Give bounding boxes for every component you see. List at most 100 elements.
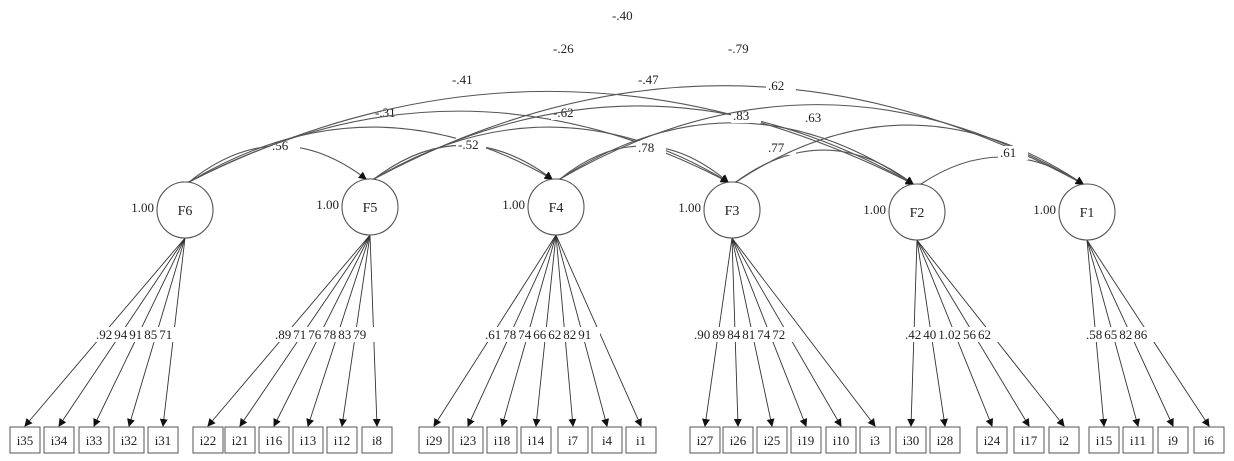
indicator-box-i22 (192, 426, 224, 454)
loading-value: .61 (485, 327, 501, 342)
loading-value: 85 (144, 327, 157, 342)
indicator-box-i32 (113, 426, 145, 454)
loading-value: 76 (308, 327, 322, 342)
indicator-box-i15 (1088, 426, 1120, 454)
correlation-label-bg (803, 111, 833, 125)
indicator-label: i24 (984, 433, 1001, 448)
factor-variance: 1.00 (678, 200, 701, 215)
indicator-label: i7 (568, 433, 579, 448)
loadings-label-bg (94, 327, 181, 342)
indicator-label: i33 (86, 433, 103, 448)
indicator-label: i4 (602, 433, 613, 448)
factor-label: F5 (363, 201, 378, 216)
indicator-box-i14 (520, 426, 552, 454)
correlation-label-bg (998, 146, 1028, 160)
indicator-box-i26 (722, 426, 754, 454)
factor-node-f3 (703, 181, 761, 239)
loading-value: 74 (518, 327, 532, 342)
indicator-label: i3 (870, 433, 880, 448)
factor-label: F4 (549, 201, 564, 216)
loading-value: 40 (923, 327, 936, 342)
correlation-value-f5-f4: -.52 (458, 137, 479, 152)
factor-variance: 1.00 (316, 197, 339, 212)
loading-value: 82 (1119, 327, 1132, 342)
correlation-arc-f3-f1 (727, 124, 1084, 190)
loading-path-i3 (731, 237, 876, 427)
loading-value: 71 (159, 327, 172, 342)
indicator-box-i6 (1193, 426, 1225, 454)
correlation-label-bg (636, 73, 666, 87)
loading-value: 78 (503, 327, 516, 342)
loading-value: 83 (338, 327, 351, 342)
loading-value: 84 (727, 327, 741, 342)
indicator-box-i12 (326, 426, 358, 454)
correlation-label-bg (551, 42, 581, 56)
indicator-box-i33 (78, 426, 110, 454)
factor-node-f5 (341, 178, 399, 236)
factor-label: F1 (1080, 206, 1095, 221)
indicator-label: i8 (372, 433, 382, 448)
indicator-box-i28 (929, 426, 961, 454)
indicator-box-i30 (895, 426, 927, 454)
loading-value: 91 (129, 327, 142, 342)
factor-variance: 1.00 (863, 202, 886, 217)
loading-value: .42 (905, 327, 921, 342)
loadings-label-bg (692, 327, 794, 342)
factor-variance: 1.00 (502, 197, 525, 212)
correlation-value-f4-f3: .78 (638, 140, 654, 155)
loading-value: 82 (563, 327, 576, 342)
factor-node-f6 (156, 181, 214, 239)
loading-value: 1.02 (938, 327, 961, 342)
indicator-label: i16 (266, 433, 283, 448)
indicator-label: i17 (1021, 433, 1038, 448)
correlation-arc-f3-f2 (727, 149, 914, 190)
correlation-arc-f6-f4 (180, 126, 553, 190)
indicator-box-i16 (258, 426, 290, 454)
indicator-label: i30 (903, 433, 920, 448)
correlation-label-bg (731, 109, 761, 123)
loading-value: .89 (275, 327, 291, 342)
indicator-label: i2 (1059, 433, 1069, 448)
indicator-label: i31 (155, 433, 172, 448)
loading-value: 91 (578, 327, 591, 342)
indicator-box-i21 (224, 426, 256, 454)
indicator-box-i10 (825, 426, 857, 454)
loading-value: 89 (712, 327, 725, 342)
indicator-label: i1 (636, 433, 646, 448)
indicator-label: i21 (232, 433, 249, 448)
indicator-box-i29 (418, 426, 450, 454)
correlation-value-f5-f1: -.79 (728, 41, 749, 56)
indicator-label: i23 (460, 433, 477, 448)
loading-value: 74 (757, 327, 771, 342)
indicator-label: i35 (17, 433, 34, 448)
indicator-label: i34 (51, 433, 68, 448)
loading-value: 79 (353, 327, 366, 342)
loading-value: 86 (1134, 327, 1148, 342)
indicator-box-i8 (361, 426, 393, 454)
loading-value: 62 (548, 327, 561, 342)
indicator-box-i19 (790, 426, 822, 454)
indicator-label: i28 (937, 433, 954, 448)
indicator-label: i26 (730, 433, 747, 448)
indicator-label: i10 (833, 433, 850, 448)
indicator-label: i9 (1168, 433, 1178, 448)
indicator-label: i29 (426, 433, 443, 448)
indicator-label: i18 (494, 433, 511, 448)
indicator-box-i25 (756, 426, 788, 454)
correlation-arc-f4-f2 (551, 122, 914, 187)
indicator-label: i27 (697, 433, 714, 448)
indicator-label: i19 (798, 433, 815, 448)
correlation-value-f3-f2: .77 (768, 140, 785, 155)
loading-value: 72 (772, 327, 785, 342)
correlation-value-f3-f1: .63 (805, 110, 821, 125)
correlation-arc-f5-f3 (365, 126, 729, 187)
loading-value: 94 (114, 327, 128, 342)
factor-node-f4 (527, 178, 585, 236)
correlation-label-bg (766, 79, 796, 93)
correlation-arc-f2-f1 (912, 156, 1084, 192)
